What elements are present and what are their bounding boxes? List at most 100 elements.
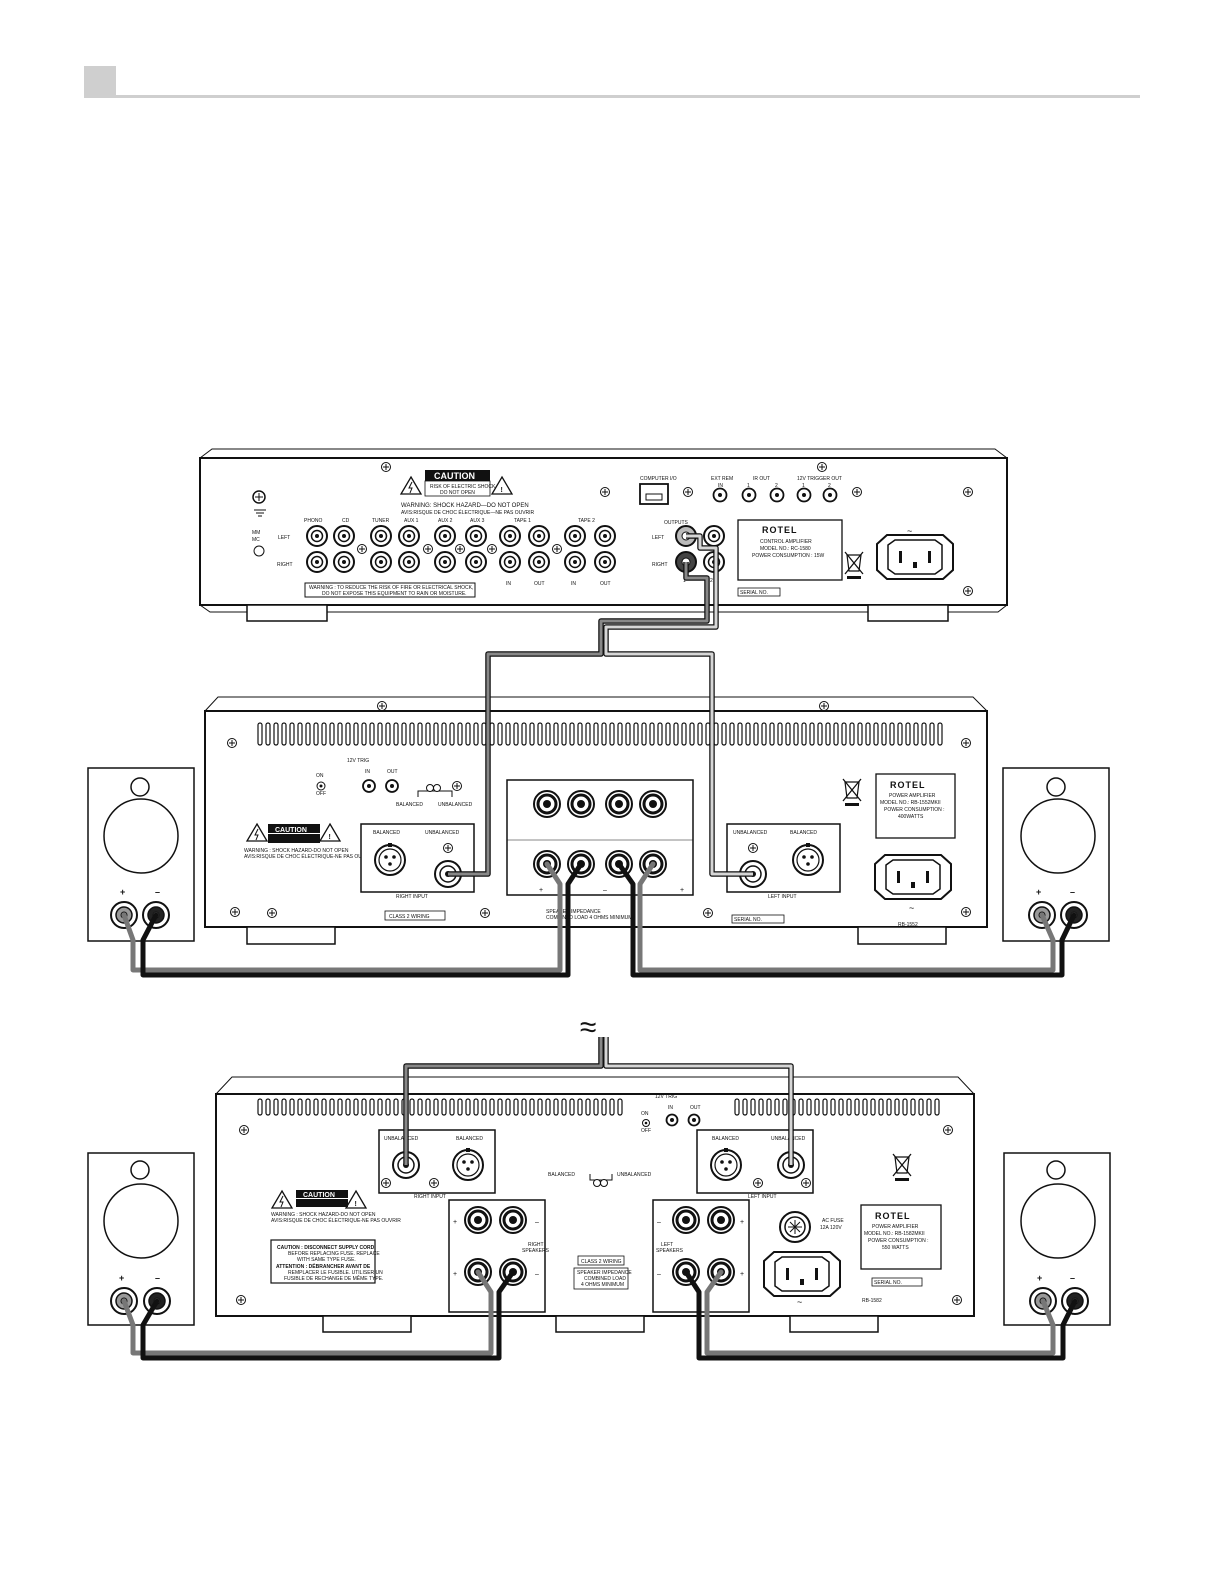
vent-slot — [433, 1098, 439, 1116]
vent-slot — [449, 722, 455, 746]
vent-slot — [926, 1098, 932, 1116]
control-amplifier: MM MC CAUTION RISK OF ELECTRIC SHOCK DO … — [199, 448, 1008, 622]
ground-terminal-icon[interactable] — [252, 490, 266, 517]
binding-post[interactable] — [566, 789, 596, 819]
vent-slot — [553, 722, 559, 746]
trigger-switch[interactable] — [316, 781, 326, 791]
trigger-in-jack[interactable] — [665, 1113, 679, 1127]
rating-label: ROTEL POWER AMPLIFIER MODEL NO.: RB-1552… — [875, 773, 956, 839]
vent-slot — [902, 1098, 908, 1116]
binding-post[interactable] — [463, 1205, 493, 1235]
vent-slot — [473, 722, 479, 746]
vent-slot — [758, 1098, 764, 1116]
vent-slot — [401, 722, 407, 746]
ac-fuse-holder[interactable] — [779, 1211, 811, 1243]
ac-symbol: ~ — [797, 1297, 802, 1307]
speaker-impedance-load: COMBINED LOAD 4 OHMS MINIMUM — [546, 915, 632, 921]
speaker-minus: – — [155, 1273, 160, 1283]
output-jack-left-2[interactable] — [703, 525, 725, 547]
mm-mc-switch[interactable] — [253, 545, 265, 557]
trigger-switch[interactable] — [642, 1119, 650, 1127]
vent-slot — [529, 722, 535, 746]
vent-slot — [673, 722, 679, 746]
ac-inlet-icon[interactable] — [876, 534, 954, 580]
foot — [857, 926, 947, 945]
trigger-out-jack[interactable] — [687, 1113, 701, 1127]
unit-type: POWER AMPLIFIER — [889, 793, 936, 799]
class2-wiring: CLASS 2 WIRING — [389, 914, 430, 920]
tape1-in-label: IN — [506, 581, 511, 587]
brand: ROTEL — [762, 525, 798, 535]
vent-slot — [377, 1098, 383, 1116]
terminal-plus: + — [539, 887, 543, 894]
vent-slot — [846, 1098, 852, 1116]
ext-rem-in-label: IN — [718, 483, 723, 489]
serial-number: SERIAL NO. — [874, 1280, 902, 1286]
vent-slot — [697, 722, 703, 746]
vent-slot — [297, 722, 303, 746]
vent-slot — [337, 722, 343, 746]
section-tab — [84, 66, 116, 98]
computer-io-port[interactable] — [639, 483, 669, 505]
vent-slot — [665, 722, 671, 746]
speaker-impedance-min: 4 OHMS MINIMUM — [581, 1282, 624, 1288]
ac-symbol: ~ — [907, 526, 912, 536]
vent-slot — [593, 1098, 599, 1116]
right-balanced-label: BALANCED — [373, 830, 400, 836]
woofer — [103, 1183, 179, 1259]
vent-slot — [934, 1098, 940, 1116]
power-consumption: POWER CONSUMPTION : 15W — [752, 553, 825, 559]
vent-slot — [886, 1098, 892, 1116]
trig-in-label: IN — [668, 1105, 673, 1111]
vent-slot — [417, 1098, 423, 1116]
vent-slot — [281, 722, 287, 746]
ext-rem-jack[interactable] — [712, 487, 728, 503]
mm-label: MM — [252, 530, 260, 536]
vent-slot — [425, 1098, 431, 1116]
vent-slot — [905, 722, 911, 746]
model-number: MODEL NO.: RB-1582MKII — [864, 1231, 925, 1237]
binding-post[interactable] — [706, 1205, 736, 1235]
binding-post[interactable] — [532, 789, 562, 819]
vent-slot — [918, 1098, 924, 1116]
binding-post[interactable] — [498, 1205, 528, 1235]
right-input-panel: BALANCED UNBALANCED RIGHT INPUT — [360, 823, 475, 900]
vent-slot — [321, 1098, 327, 1116]
power-watts: 550 WATTS — [882, 1245, 909, 1251]
interconnect-cables — [403, 533, 794, 1165]
speaker-plus: + — [120, 887, 125, 897]
left-balanced-label: BALANCED — [712, 1136, 739, 1142]
trigger-out-jack[interactable] — [822, 487, 838, 503]
ac-inlet-icon[interactable] — [874, 854, 952, 900]
binding-post[interactable] — [671, 1205, 701, 1235]
binding-post[interactable] — [604, 789, 634, 819]
vent-slot — [465, 1098, 471, 1116]
unit-type: POWER AMPLIFIER — [872, 1224, 919, 1230]
vent-slot — [721, 722, 727, 746]
trig-on-label: ON — [316, 773, 324, 779]
vent-slot — [265, 1098, 271, 1116]
trigger-out-jack[interactable] — [796, 487, 812, 503]
warning-fire-box: WARNING : TO REDUCE THE RISK OF FIRE OR … — [304, 582, 476, 598]
vent-slot — [750, 1098, 756, 1116]
right-balanced-label: BALANCED — [456, 1136, 483, 1142]
ac-symbol: ~ — [909, 903, 914, 913]
trigger-out-jack[interactable] — [385, 779, 399, 793]
binding-post[interactable] — [638, 789, 668, 819]
ir-out-jack[interactable] — [741, 487, 757, 503]
right-speakers-sublabel: SPEAKERS — [522, 1248, 550, 1254]
power-amplifier-1: 12V TRIG ON OFF IN OUT BALANCED UNBALANC… — [204, 696, 988, 945]
ac-inlet-icon[interactable] — [763, 1251, 841, 1297]
brand: ROTEL — [890, 780, 926, 790]
balanced-selector-switch[interactable] — [417, 784, 453, 798]
balanced-selector-switch[interactable]: BALANCED UNBALANCED — [548, 1172, 652, 1187]
vent-slots — [257, 1098, 940, 1116]
terminal-minus: – — [535, 1271, 539, 1278]
outputs-left-label: LEFT — [652, 535, 664, 541]
vent-slot — [913, 722, 919, 746]
ir-out-jack[interactable] — [769, 487, 785, 503]
trigger-in-jack[interactable] — [362, 779, 376, 793]
unbalanced-label: UNBALANCED — [617, 1172, 652, 1178]
vent-slot — [793, 722, 799, 746]
vent-slot — [822, 1098, 828, 1116]
